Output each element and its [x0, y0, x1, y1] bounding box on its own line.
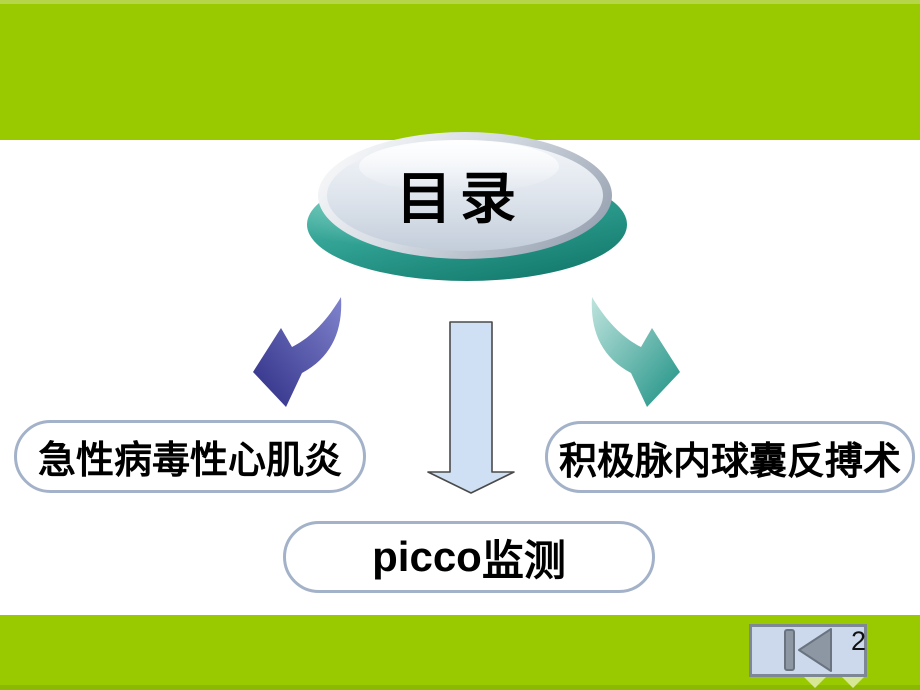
toc-title-button: 目录	[305, 130, 629, 282]
oval-silver-rim	[318, 132, 612, 259]
arrows-layer	[253, 297, 680, 494]
decorative-triangle	[842, 677, 864, 688]
toc-title-label: 目录	[396, 169, 524, 231]
node-label-zh: 监测	[481, 538, 566, 585]
decorative-triangle	[804, 677, 826, 688]
node-acute-viral-myocarditis: 急性病毒性心肌炎	[14, 420, 366, 493]
curved-arrow-down-right-icon	[591, 297, 680, 407]
node-intra-aortic-balloon-pump: 积极脉内球囊反搏术	[545, 421, 915, 493]
node-label: 积极脉内球囊反搏术	[558, 440, 901, 483]
node-label-en: picco	[372, 533, 482, 580]
page-number: 2	[850, 626, 866, 656]
bottom-band-strip	[0, 685, 920, 690]
top-band	[0, 0, 920, 140]
skip-to-start-icon	[784, 628, 832, 672]
down-arrow-icon	[427, 321, 515, 494]
top-band-strip	[0, 0, 920, 4]
skip-to-start-button[interactable]	[749, 624, 867, 677]
curved-arrow-down-left-icon	[253, 297, 342, 407]
node-label: 急性病毒性心肌炎	[37, 440, 342, 482]
oval-highlight	[359, 139, 560, 193]
